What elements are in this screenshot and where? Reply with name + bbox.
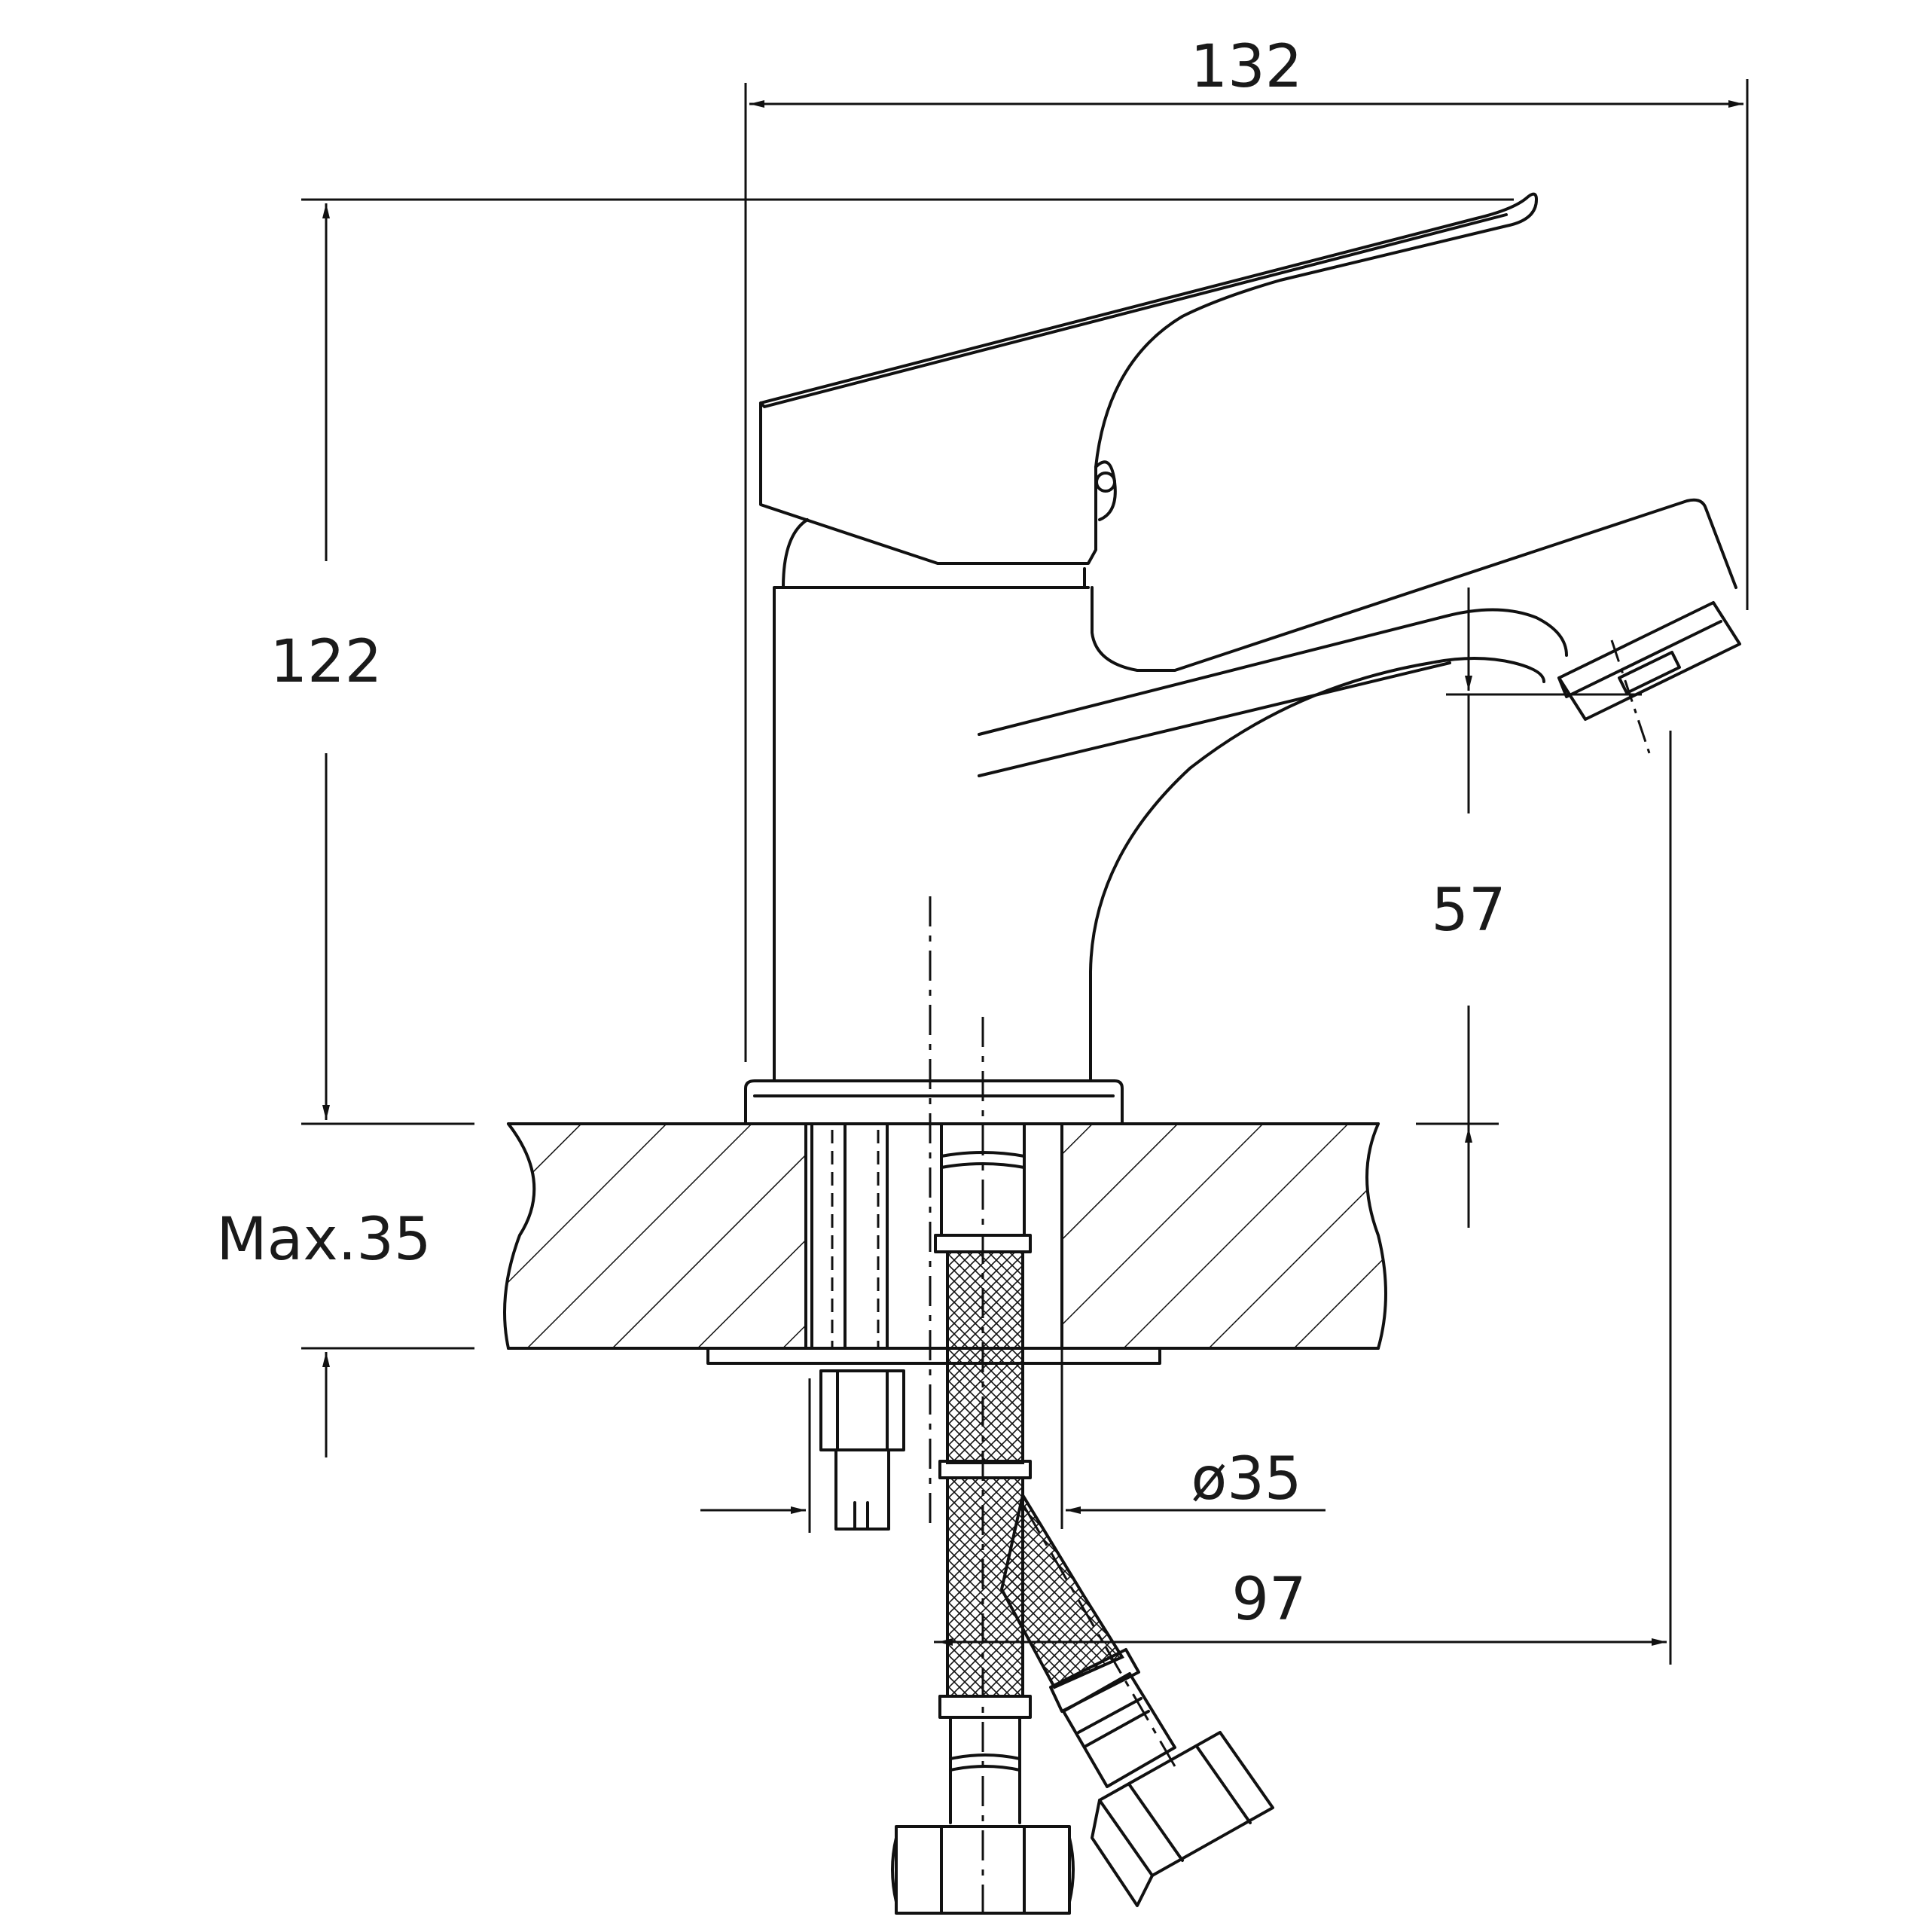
center-lines: [929, 896, 1176, 1921]
dimension-spout-reach: 97: [934, 731, 1672, 1665]
dimension-label-122: 122: [270, 628, 383, 696]
dimension-label-max35: Max.35: [216, 1206, 431, 1274]
dimension-height-total: 122: [270, 198, 1514, 1125]
dimension-spout-height: 57: [1416, 588, 1642, 1228]
dimension-label-57: 57: [1431, 877, 1505, 945]
faucet-body: [744, 498, 1741, 1125]
dimension-label-97: 97: [1231, 1566, 1306, 1634]
countertop-section: [503, 1122, 1387, 1365]
dimension-label-132: 132: [1191, 33, 1303, 101]
dimension-max-thickness: Max.35: [216, 1206, 474, 1457]
dimension-hole-diameter: ø35: [700, 1348, 1326, 1533]
mounting-stud: [810, 1122, 905, 1531]
supply-hoses: [891, 1122, 1274, 1915]
dimension-label-d35: ø35: [1191, 1445, 1302, 1513]
dimension-width-top: 132: [744, 33, 1749, 1062]
faucet-lever: [759, 192, 1538, 565]
